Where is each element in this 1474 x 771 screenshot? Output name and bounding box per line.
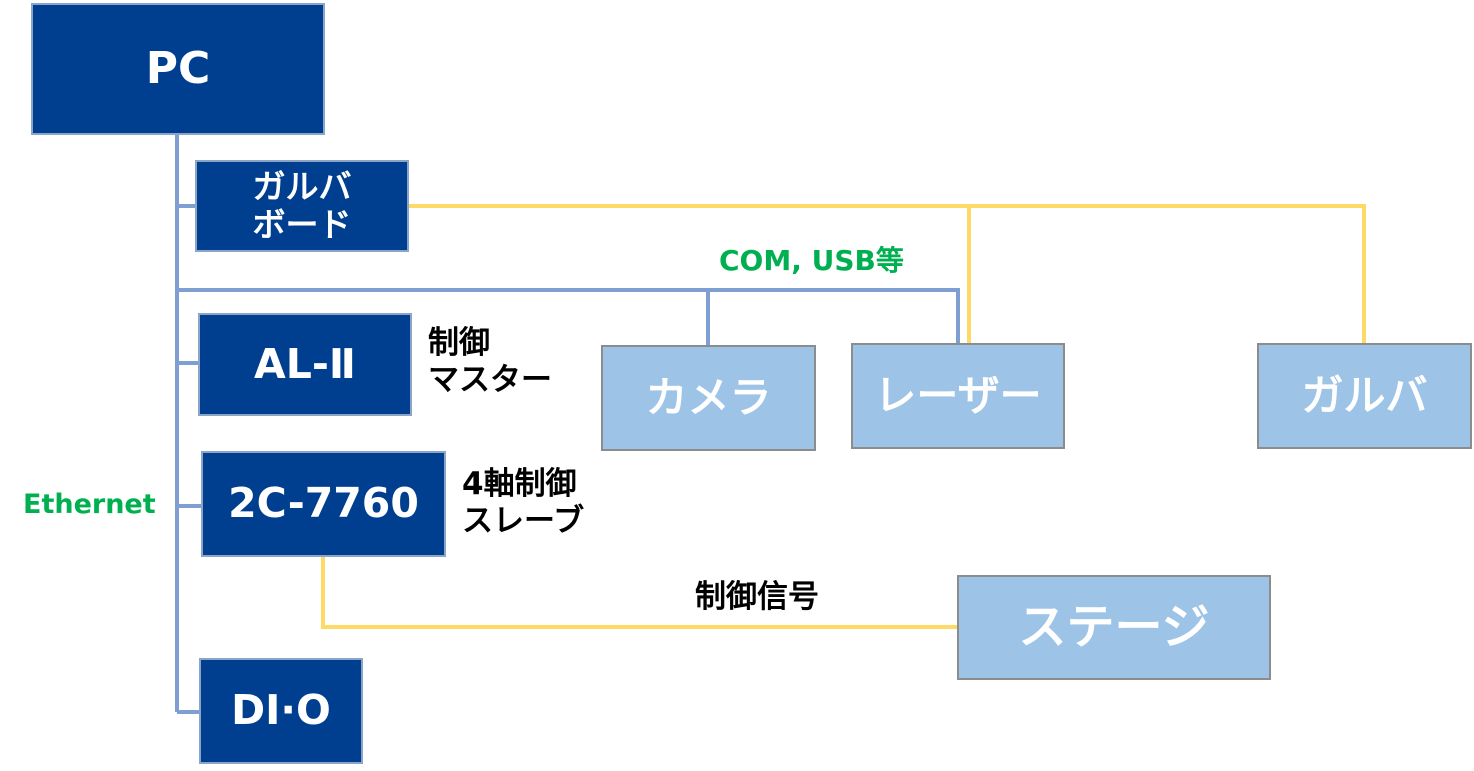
laser-box: レーザー bbox=[851, 343, 1065, 449]
dio-label: DI·O bbox=[231, 686, 331, 735]
ethernet-label: Ethernet bbox=[23, 489, 156, 520]
com-usb-label: COM, USB等 bbox=[719, 244, 904, 277]
stage-label: ステージ bbox=[1018, 598, 1210, 655]
galva-label: ガルバ bbox=[1301, 370, 1428, 420]
galva-board-box: ガルバ ボード bbox=[195, 160, 409, 252]
camera-box: カメラ bbox=[601, 345, 816, 451]
dio-box: DI·O bbox=[199, 658, 363, 764]
stage-box: ステージ bbox=[957, 575, 1271, 680]
pc-label: PC bbox=[145, 42, 211, 94]
laser-label: レーザー bbox=[874, 370, 1042, 420]
pc-box: PC bbox=[31, 3, 325, 135]
al2-role-line1: 制御 bbox=[428, 325, 490, 361]
al2-box: AL-Ⅱ bbox=[198, 313, 412, 416]
al2-label: AL-Ⅱ bbox=[254, 339, 356, 388]
c7760-label: 2C-7760 bbox=[228, 479, 419, 528]
com-usb-bus-line bbox=[177, 288, 960, 345]
al2-role-line2: マスター bbox=[428, 362, 552, 399]
camera-label: カメラ bbox=[645, 372, 772, 422]
c7760-role-label: 4軸制御 スレーブ bbox=[462, 466, 584, 540]
galva-board-label-line1: ガルバ bbox=[252, 167, 352, 207]
control-signal-label: 制御信号 bbox=[695, 579, 819, 615]
c7760-box: 2C-7760 bbox=[201, 451, 446, 557]
galva-signal-line bbox=[409, 204, 1366, 345]
c7760-role-line2: スレーブ bbox=[462, 503, 585, 540]
galva-board-label-line2: ボード bbox=[252, 205, 352, 244]
stage-control-signal-line bbox=[321, 557, 958, 629]
al2-role-label: 制御 マスター bbox=[428, 325, 552, 399]
c7760-role-line1: 4軸制御 bbox=[462, 466, 577, 502]
galva-box: ガルバ bbox=[1257, 343, 1472, 449]
